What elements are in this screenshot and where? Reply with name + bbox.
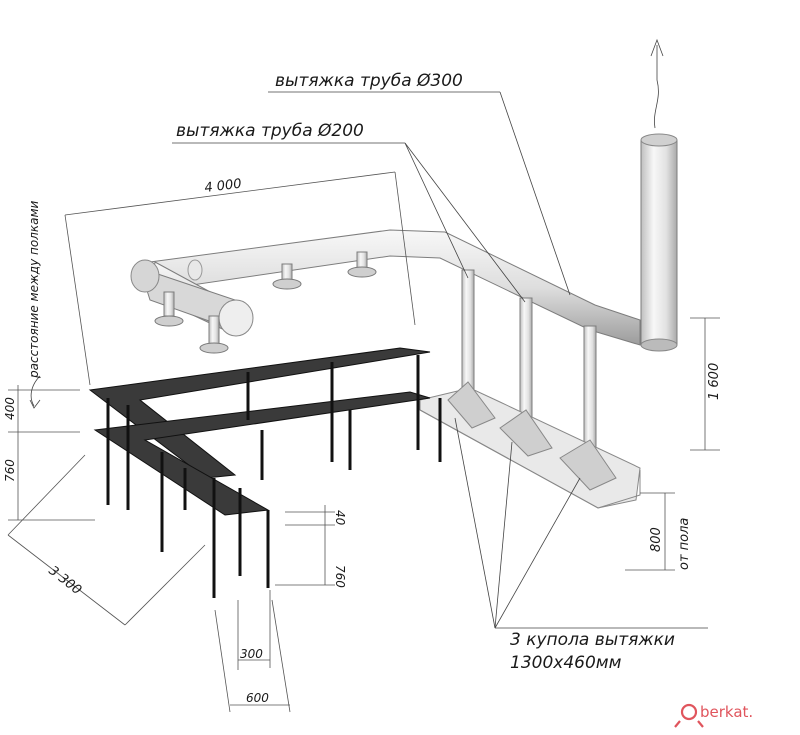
label-pipe-200: вытяжка труба Ø200: [176, 121, 364, 141]
brand-watermark: berkat.: [674, 703, 753, 728]
dim-length-top: 4 000: [204, 177, 243, 196]
dimension-lines: [7, 171, 720, 713]
leader-lines: [29, 91, 708, 629]
dim-height-800: 800: [649, 527, 664, 552]
label-domes-line1: 3 купола вытяжки: [510, 630, 675, 650]
l-shaped-tables: [88, 347, 442, 598]
dim-height-1600: 1 600: [707, 363, 722, 400]
exhaust-arrow-icon: [650, 38, 664, 57]
label-from-floor: от пола: [677, 518, 692, 570]
dim-depth-300: 300: [240, 647, 263, 661]
hood-domes: [419, 269, 641, 509]
exhaust-flow-line: [654, 45, 659, 129]
dim-length-side: 3 300: [46, 563, 85, 598]
brand-name: berkat.: [700, 703, 753, 721]
dim-shelf-400: 400: [3, 397, 17, 420]
brand-logo-icon: [680, 703, 698, 721]
label-shelf-gap: расстояние между полками: [27, 200, 41, 379]
pipe-200-manifold: [130, 229, 641, 354]
dim-depth-600: 600: [246, 691, 269, 705]
dim-table-760-left: 760: [3, 459, 17, 482]
label-domes-line2: 1300х460мм: [510, 653, 622, 673]
pipe-300-riser: [640, 38, 678, 352]
dim-top-40: 40: [333, 510, 347, 526]
label-pipe-300: вытяжка труба Ø300: [275, 71, 463, 91]
dim-table-760-mid: 760: [333, 565, 347, 588]
